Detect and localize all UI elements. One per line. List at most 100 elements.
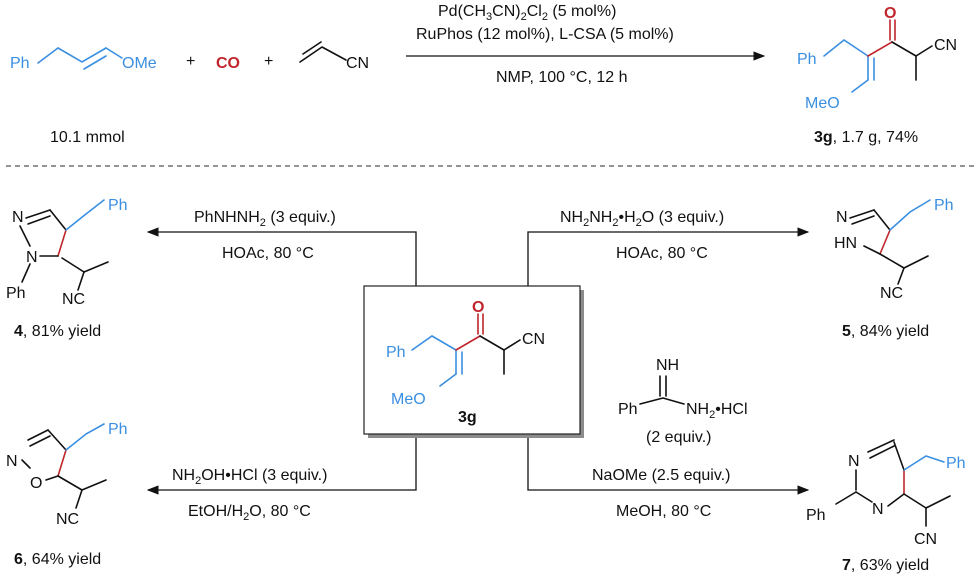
- bond-double-second: [83, 55, 107, 70]
- reactant-ph-label: Ph: [10, 55, 30, 72]
- amidine-bond-cn-double: [659, 375, 667, 397]
- central-bond-benzyl: [411, 335, 457, 351]
- amidine-nh2hcl: NH2•HCl: [686, 401, 748, 421]
- bond-benzyl-4: [65, 199, 105, 231]
- bond-benzyl-6: [65, 423, 105, 451]
- reactant-enol-ether: Ph OMe: [10, 47, 157, 72]
- yield-4: 4, 81% yield: [14, 323, 101, 340]
- condition-7: MeOH, 80 °C: [616, 503, 711, 520]
- bond-c3-c4-6: [47, 429, 67, 451]
- arrow-to-5: [527, 227, 810, 286]
- atom-nc: NC: [62, 291, 85, 308]
- atom-n2: N: [872, 501, 884, 518]
- amidine-equiv: (2 equiv.): [646, 429, 712, 446]
- bond-c2-n3: [855, 491, 873, 503]
- product-6-structure: N O Ph NC: [6, 421, 128, 528]
- product-yield-top: 3g, 1.7 g, 74%: [814, 129, 918, 146]
- bond-ch-cn: [891, 41, 933, 57]
- yield-5: 5, 84% yield: [842, 323, 929, 340]
- atom-n: N: [836, 209, 848, 226]
- yield-7: 7, 63% yield: [842, 557, 929, 574]
- reagent-hydroxylamine: NH2OH•HCl (3 equiv.): [172, 467, 327, 487]
- condition-6: EtOH/H2O, 80 °C: [188, 503, 311, 523]
- atom-ph: Ph: [108, 421, 128, 438]
- product-meo-label: MeO: [805, 95, 840, 112]
- central-bond-carbonyl: [477, 313, 484, 335]
- central-ph-label: Ph: [386, 344, 406, 361]
- reagent-benzamidine: NH Ph NH2•HCl (2 equiv.): [618, 357, 748, 446]
- product-4-structure: N N Ph Ph NC: [6, 197, 128, 308]
- bond-c-o: [105, 47, 123, 59]
- atom-ph-n: Ph: [6, 285, 26, 302]
- arrow-to-6: [146, 438, 417, 495]
- bond-benzyl: [823, 39, 869, 57]
- atom-n2: N: [26, 249, 38, 266]
- product-7-structure: N N Ph Ph CN: [806, 439, 966, 548]
- atom-ph-bn: Ph: [946, 455, 966, 472]
- central-bond-ome: [439, 373, 457, 387]
- atom-ph: Ph: [934, 197, 954, 214]
- atom-nc: NC: [880, 285, 903, 302]
- bond-c4-c5: [57, 229, 67, 257]
- bond-n-c-double-5: [849, 209, 875, 225]
- bond-n-c-double: [25, 209, 51, 225]
- yield-6: 6, 64% yield: [14, 551, 101, 568]
- product-ph-label: Ph: [797, 51, 817, 68]
- bond-chain: [57, 47, 107, 63]
- bond-ring-double-top: [867, 439, 895, 459]
- bond-cn-double-6: [27, 429, 51, 447]
- condition-5: HOAc, 80 °C: [616, 245, 708, 262]
- bond-carbonyl: [889, 19, 896, 41]
- central-cn-label: CN: [522, 331, 545, 348]
- central-bond-ketone: [455, 335, 481, 351]
- bond-ketone-c: [867, 41, 893, 57]
- condition-4: HOAc, 80 °C: [222, 245, 314, 262]
- product-o-label: O: [884, 5, 896, 22]
- box-frame: [363, 285, 581, 435]
- carbon-monoxide-label: CO: [216, 55, 240, 72]
- bond-benzyl-7: [903, 455, 945, 471]
- plus-sign-2: +: [264, 53, 273, 70]
- central-meo-label: MeO: [391, 391, 426, 408]
- atom-nc: NC: [56, 511, 79, 528]
- acrylonitrile-cn-label: CN: [346, 55, 369, 72]
- atom-n: N: [6, 453, 18, 470]
- central-compound-label: 3g: [458, 409, 477, 426]
- bond-c3-c4: [49, 209, 67, 231]
- reaction-to-5: NH2NH2•H2O (3 equiv.) HOAc, 80 °C N HN P…: [560, 197, 954, 340]
- condition-catalyst: Pd(CH3CN)2Cl2 (5 mol%): [438, 3, 616, 23]
- atom-n1: N: [848, 453, 860, 470]
- bond-c4-c5-6: [57, 449, 67, 477]
- bond-n-o: [21, 459, 31, 469]
- plus-sign-1: +: [186, 53, 195, 70]
- atom-cn: CN: [914, 531, 937, 548]
- amidine-ph: Ph: [618, 401, 638, 418]
- bond-ch-cn-6: [75, 489, 83, 509]
- reaction-scale: 10.1 mmol: [50, 129, 125, 146]
- condition-ligand: RuPhos (12 mol%), L-CSA (5 mol%): [416, 26, 674, 43]
- reaction-to-4: PhNHNH2 (3 equiv.) HOAc, 80 °C N N Ph Ph…: [6, 197, 336, 340]
- bond-n3-c4: [887, 493, 905, 507]
- bond-n-ph: [21, 263, 31, 283]
- central-o-label: O: [472, 299, 484, 316]
- condition-solvent: NMP, 100 °C, 12 h: [496, 69, 628, 86]
- reaction-to-7: NH Ph NH2•HCl (2 equiv.) NaOMe (2.5 equi…: [592, 357, 966, 574]
- bond-ph-ch2: [37, 47, 59, 64]
- arrow-to-7: [527, 438, 810, 495]
- bond-c-ome: [851, 79, 869, 93]
- atom-hn: HN: [834, 235, 857, 252]
- bond-ch-cn: [77, 271, 85, 291]
- atom-o: O: [30, 475, 42, 492]
- bond-c3-c4-5: [873, 209, 891, 231]
- bond-ch-methyl-7: [903, 493, 951, 509]
- central-compound-box: Ph MeO O CN 3g: [363, 285, 584, 438]
- bond-acrylonitrile-double: [302, 41, 322, 55]
- bond-ch-methyl: [61, 257, 109, 273]
- bond-ch-methyl-5: [879, 253, 929, 269]
- bond-c5-c6: [893, 441, 905, 471]
- reactant-acrylonitrile: CN: [299, 41, 369, 72]
- bond-c4-c5-5: [879, 229, 891, 255]
- bond-benzyl-5: [889, 199, 931, 231]
- bond-ch-methyl-6: [57, 475, 107, 491]
- reagent-hydrazine: NH2NH2•H2O (3 equiv.): [560, 209, 724, 229]
